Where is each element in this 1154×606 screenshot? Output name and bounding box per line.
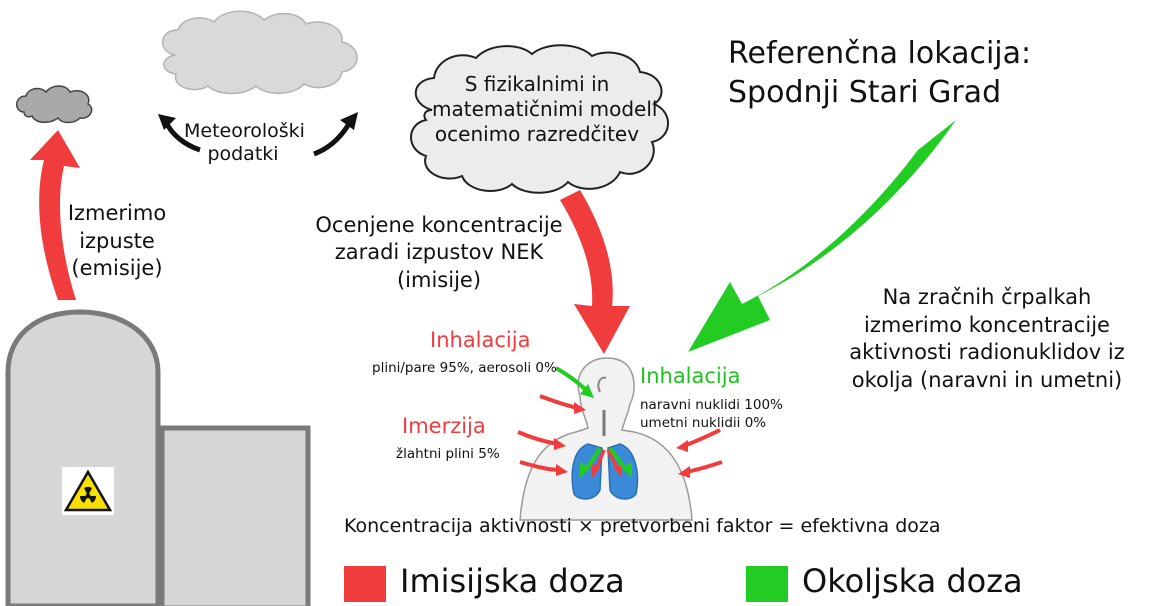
model-cloud-icon: [410, 44, 669, 194]
meteo-arrow-left-icon: [158, 114, 201, 153]
meteo-arrow-right-icon: [313, 112, 358, 157]
radiation-warning-icon: [62, 467, 114, 515]
model-cloud-line3: ocenimo razredčitev: [434, 122, 640, 146]
legend-swatch-imission: [344, 566, 386, 602]
emissions-label: Izmerimo izpuste (emisije): [50, 200, 184, 283]
concentrations-label: Ocenjene koncentracije zaradi izpustov N…: [294, 212, 584, 294]
model-cloud-line2: matematičnimi modeli: [432, 97, 658, 121]
inhalation-red-detail: plini/pare 95%, aerosoli 0%: [372, 360, 557, 376]
lung-green-arrows-icon: [580, 446, 632, 478]
pumps-line4: okolja (naravni in umetni): [851, 368, 1123, 393]
model-cloud-text: S fizikalnimi in matematičnimi modeli oc…: [432, 72, 658, 147]
reference-line1: Referenčna lokacija:: [728, 36, 1032, 71]
imission-arrow-icon: [560, 190, 630, 354]
emissions-line2: izpuste: [79, 228, 155, 253]
legend-swatch-environmental: [746, 566, 788, 602]
concentrations-line2: zaradi izpustov NEK: [334, 240, 544, 265]
meteo-label: Meteorološki podatki: [184, 120, 305, 166]
inhalation-green-title: Inhalacija: [640, 364, 741, 388]
meteo-label-line2: podatki: [207, 142, 279, 165]
immersion-detail: žlahtni plini 5%: [396, 446, 500, 462]
legend-label-imission: Imisijska doza: [400, 562, 625, 600]
pumps-line3: aktivnosti radionuklidov iz: [849, 340, 1125, 365]
meteo-label-line1: Meteorološki: [184, 120, 305, 142]
pumps-line1: Na zračnih črpalkah: [882, 285, 1092, 309]
concentrations-line1: Ocenjene koncentracije: [315, 213, 563, 237]
environmental-arrow-icon: [688, 120, 956, 352]
inhalation-green-detail-line1: naravni nuklidi 100%: [640, 397, 783, 413]
inhalation-green-arrow-icon: [555, 366, 594, 398]
right-red-arrows-icon: [676, 428, 723, 478]
reference-location-label: Referenčna lokacija: Spodnji Stari Grad: [728, 34, 1031, 112]
emissions-line1: Izmerimo: [67, 201, 167, 225]
emission-cloud-icon: [16, 85, 93, 124]
model-cloud-line1: S fizikalnimi in: [464, 72, 610, 96]
inhalation-red-title: Inhalacija: [430, 328, 531, 352]
emissions-arrow-icon: [30, 130, 80, 300]
inhalation-green-detail: naravni nuklidi 100% umetni nuklidii 0%: [640, 396, 783, 432]
reference-line2: Spodnji Stari Grad: [728, 75, 1002, 110]
meteo-cloud-icon: [161, 10, 358, 95]
pumps-line2: izmerimo koncentracije: [864, 312, 1110, 337]
inhalation-red-arrow-icon: [539, 394, 586, 414]
immersion-red-arrow-icon: [517, 430, 568, 476]
immersion-title: Imerzija: [402, 414, 486, 438]
emissions-line3: (emisije): [71, 256, 163, 281]
air-pumps-label: Na zračnih črpalkah izmerimo koncentraci…: [820, 284, 1154, 395]
inhalation-green-detail-line2: umetni nuklidii 0%: [640, 415, 767, 432]
legend-label-environmental: Okoljska doza: [802, 562, 1023, 600]
dose-formula: Koncentracija aktivnosti × pretvorbeni f…: [344, 515, 941, 537]
power-plant-building-icon: [5, 309, 311, 606]
lung-red-arrows-icon: [592, 449, 622, 478]
concentrations-line3: (imisije): [396, 267, 482, 292]
